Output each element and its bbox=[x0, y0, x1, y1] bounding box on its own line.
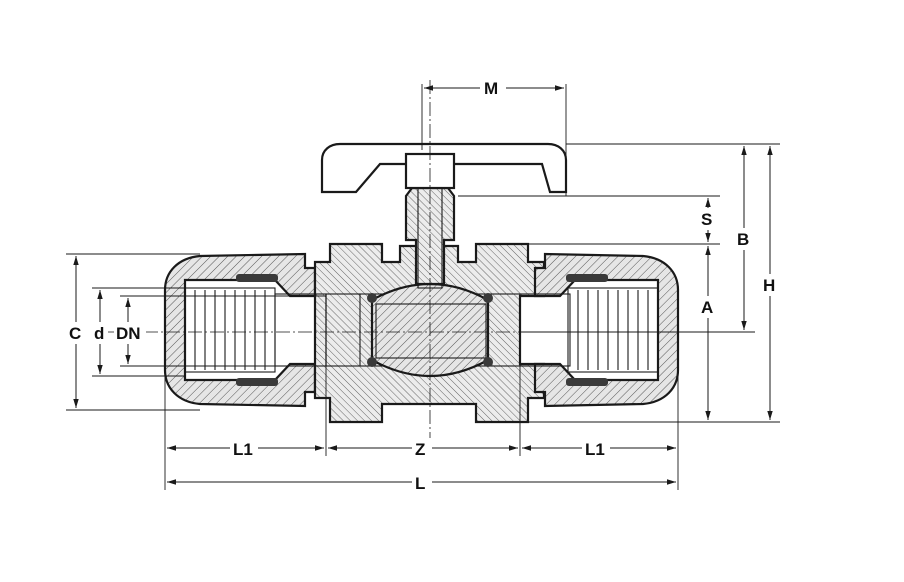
right-seal-ring-bottom bbox=[566, 378, 608, 386]
label-c: C bbox=[69, 324, 81, 343]
label-s: S bbox=[701, 210, 712, 229]
label-b: B bbox=[737, 230, 749, 249]
right-insert-threads bbox=[567, 287, 659, 373]
ball-seat-left-bottom bbox=[367, 357, 377, 367]
label-dn: DN bbox=[116, 324, 141, 343]
left-seal-ring-bottom bbox=[236, 378, 278, 386]
dimension-labels: M S B H A C d DN L1 Z L1 L bbox=[66, 76, 780, 494]
left-seal-ring-top bbox=[236, 274, 278, 282]
label-h: H bbox=[763, 276, 775, 295]
label-l1-left: L1 bbox=[233, 440, 253, 459]
label-z: Z bbox=[415, 440, 425, 459]
label-l1-right: L1 bbox=[585, 440, 605, 459]
label-d: d bbox=[94, 324, 104, 343]
left-insert-threads bbox=[184, 287, 276, 373]
right-seal-ring-top bbox=[566, 274, 608, 282]
valve-body bbox=[163, 142, 680, 424]
label-l: L bbox=[415, 474, 425, 493]
extension-lines bbox=[66, 84, 780, 490]
t-handle bbox=[320, 142, 568, 194]
right-bore bbox=[519, 293, 571, 367]
ball-seat-right-top bbox=[483, 293, 493, 303]
ball-bore bbox=[375, 303, 487, 359]
label-a: A bbox=[701, 298, 713, 317]
ball-seat-left-top bbox=[367, 293, 377, 303]
ball-seat-right-bottom bbox=[483, 357, 493, 367]
label-m: M bbox=[484, 79, 498, 98]
